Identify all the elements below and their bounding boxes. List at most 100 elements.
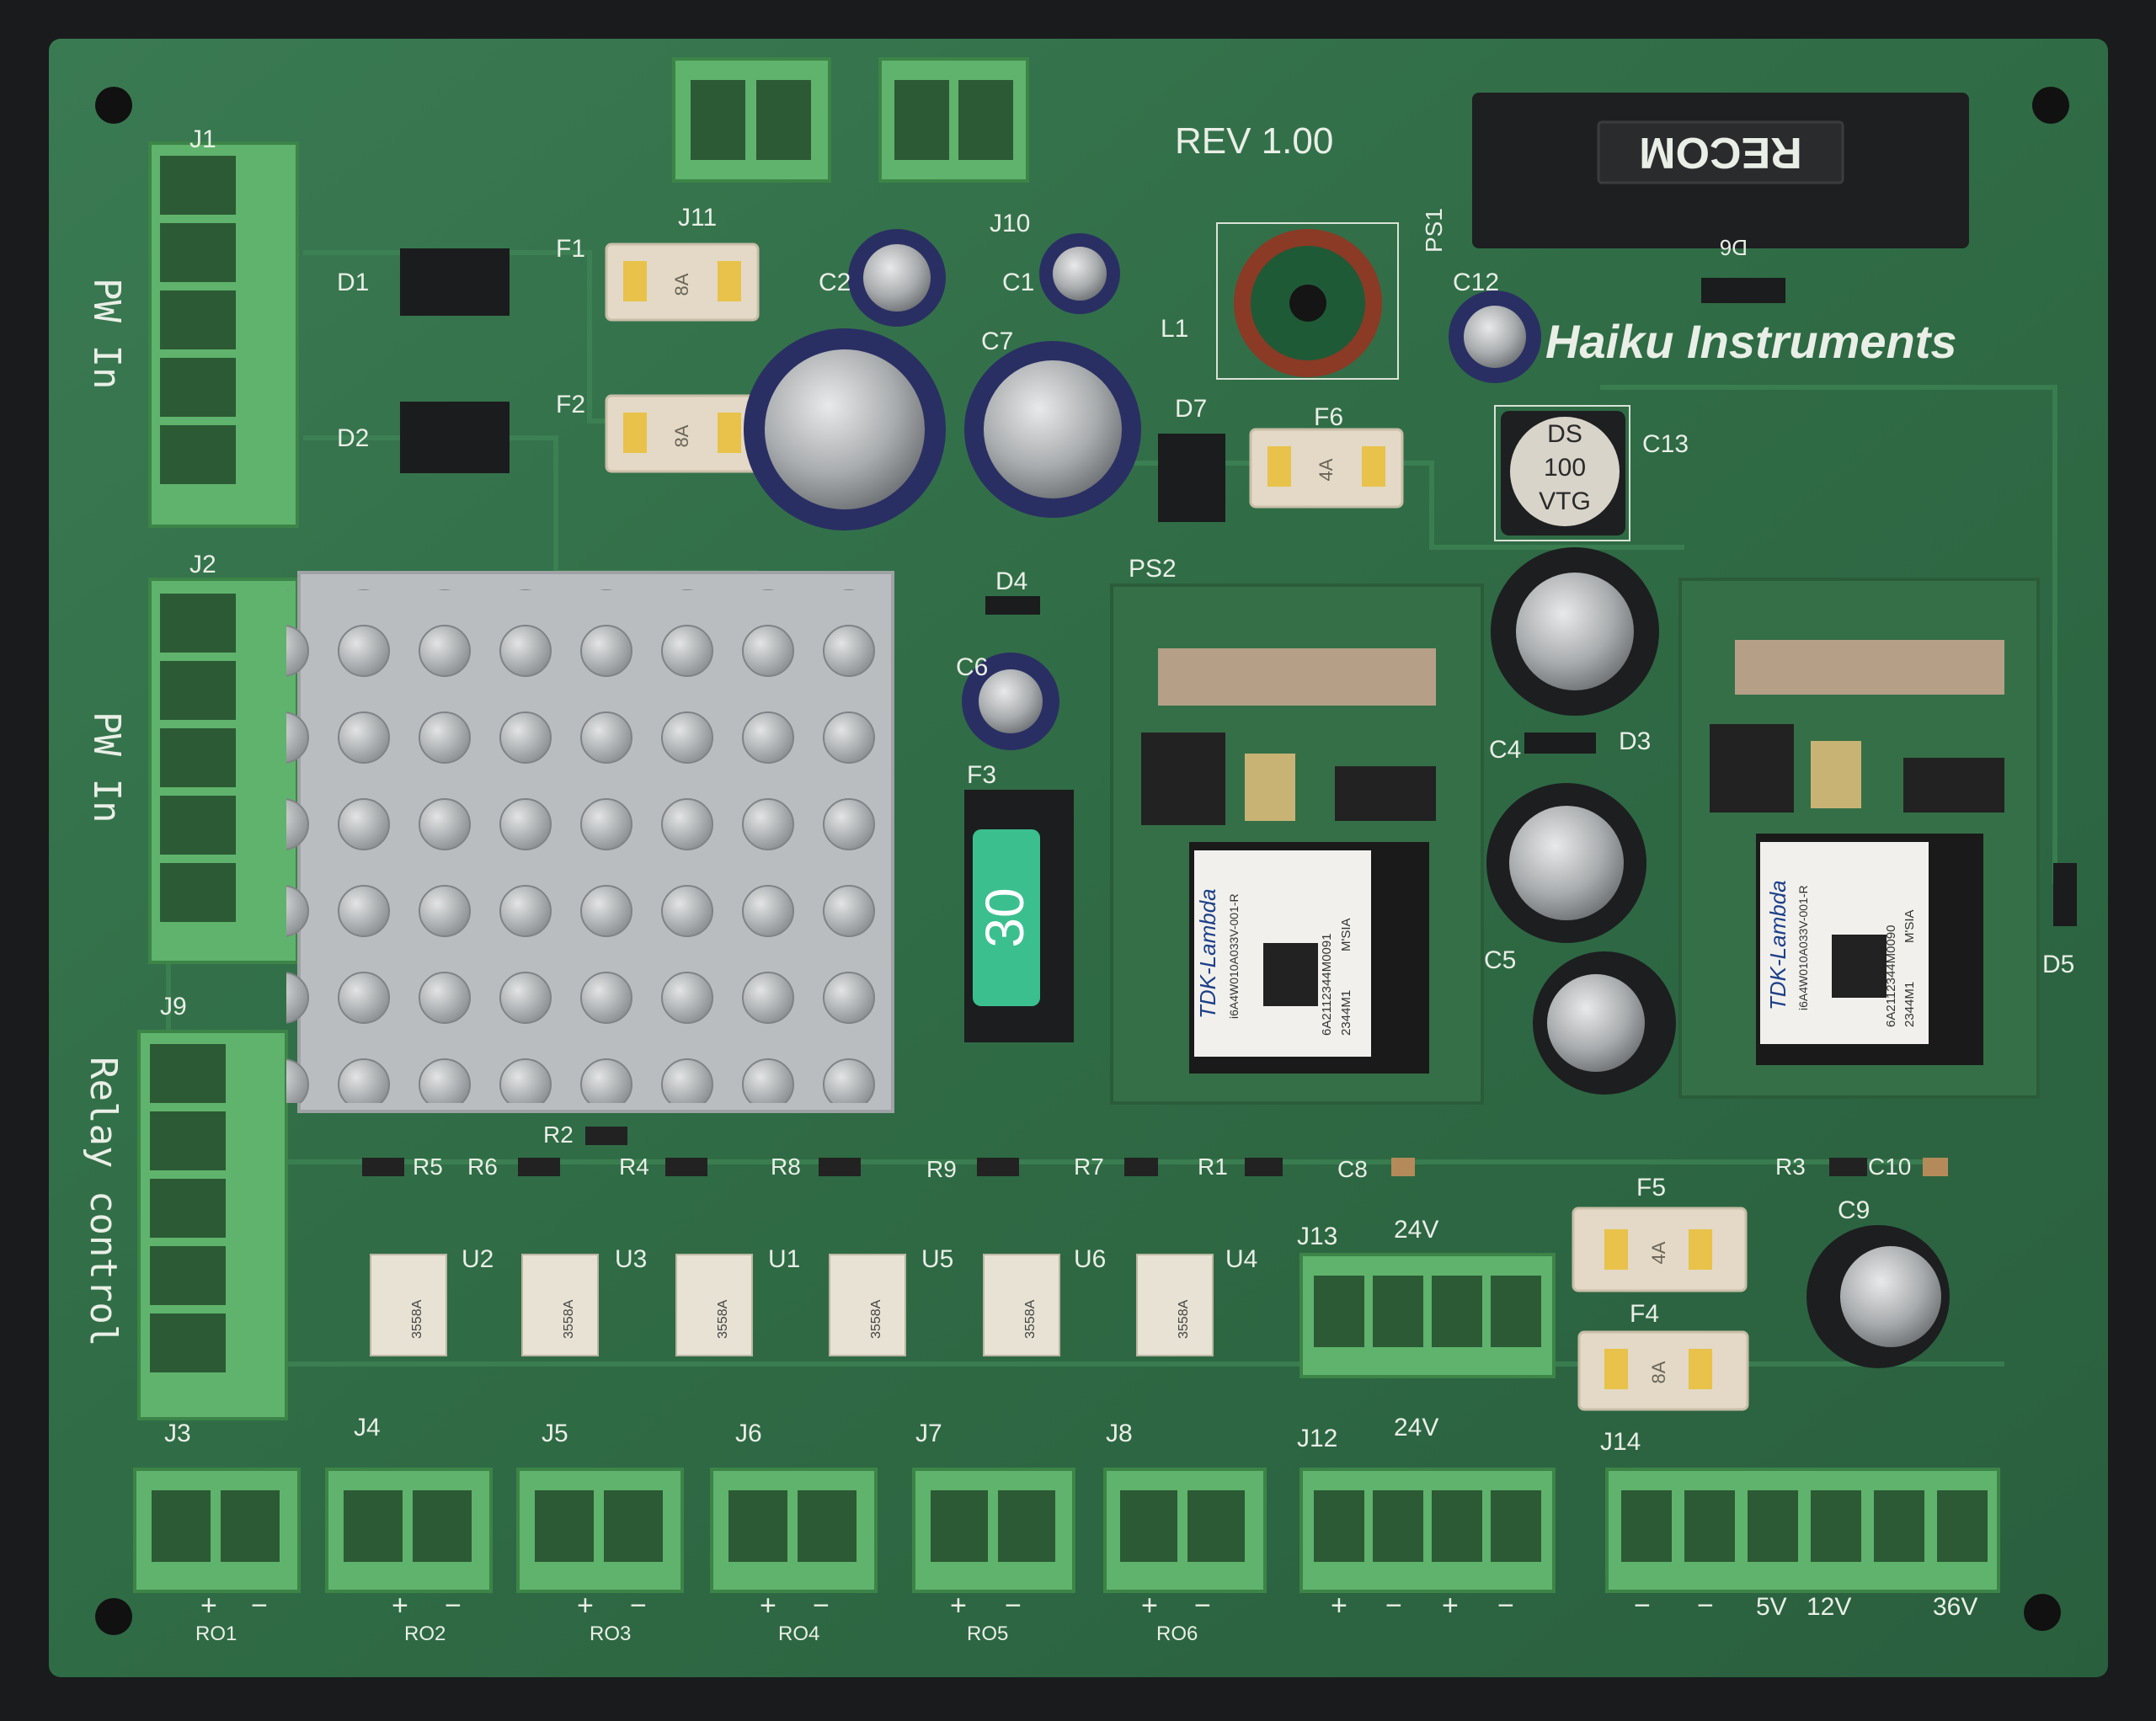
svg-text:−: − [251, 1590, 268, 1622]
svg-text:RO2: RO2 [404, 1622, 446, 1645]
svg-text:R7: R7 [1074, 1154, 1104, 1180]
svg-text:3558A: 3558A [869, 1299, 883, 1339]
svg-text:J10: J10 [990, 210, 1030, 237]
svg-text:i6A4W010A033V-001-R: i6A4W010A033V-001-R [1227, 893, 1241, 1019]
relay-connectors [133, 1468, 1267, 1593]
relay-control-label: Relay control [82, 1057, 125, 1346]
svg-text:C10: C10 [1868, 1154, 1911, 1180]
svg-text:+: + [760, 1590, 776, 1622]
svg-text:J13: J13 [1297, 1223, 1337, 1250]
svg-text:M'SIA: M'SIA [1903, 909, 1917, 943]
svg-text:6A2112344M0090: 6A2112344M0090 [1884, 925, 1898, 1028]
svg-text:24V: 24V [1394, 1414, 1438, 1441]
connector-j5[interactable] [516, 1468, 684, 1593]
svg-text:+: + [200, 1590, 217, 1622]
connector-j2[interactable] [148, 578, 299, 964]
svg-text:J8: J8 [1106, 1420, 1133, 1447]
connector-j9[interactable] [137, 1030, 288, 1420]
svg-text:C4: C4 [1489, 736, 1521, 764]
capacitor-c9 [1806, 1225, 1950, 1368]
fuse-f4: 8A [1577, 1330, 1749, 1411]
svg-text:U5: U5 [921, 1245, 953, 1273]
svg-text:RO3: RO3 [590, 1622, 631, 1645]
diode-d2 [400, 402, 510, 473]
svg-text:D5: D5 [2042, 951, 2074, 978]
diode-d3 [1524, 733, 1596, 754]
svg-text:4A: 4A [1315, 458, 1337, 481]
svg-text:−: − [1634, 1590, 1651, 1622]
svg-text:J6: J6 [735, 1420, 762, 1447]
svg-text:J12: J12 [1297, 1425, 1337, 1452]
capacitor-c-upper [1491, 547, 1659, 716]
svg-text:+: + [392, 1590, 408, 1622]
svg-text:R3: R3 [1775, 1154, 1806, 1180]
diode-d1 [400, 248, 510, 316]
svg-text:RO6: RO6 [1156, 1622, 1198, 1645]
pw-in-label-mid: PW In [85, 711, 128, 823]
svg-text:−: − [630, 1590, 647, 1622]
svg-text:D4: D4 [995, 567, 1027, 595]
svg-text:R5: R5 [413, 1154, 443, 1180]
svg-text:C8: C8 [1337, 1156, 1368, 1182]
svg-text:−: − [1697, 1590, 1714, 1622]
connector-j10[interactable] [878, 57, 1029, 183]
connector-j13[interactable] [1299, 1253, 1556, 1378]
svg-text:J11: J11 [678, 204, 717, 232]
fuse-f2: 8A [605, 394, 760, 473]
svg-text:5V: 5V [1756, 1593, 1787, 1621]
connector-j12[interactable] [1299, 1468, 1556, 1593]
optocoupler-u3: 3558A [521, 1254, 599, 1356]
connector-j6[interactable] [710, 1468, 878, 1593]
svg-text:J2: J2 [189, 551, 216, 578]
capacitor-c-lower [1486, 783, 1646, 943]
diode-d7 [1158, 434, 1225, 522]
svg-text:100: 100 [1544, 454, 1586, 482]
svg-text:C6: C6 [956, 653, 988, 681]
connector-j11[interactable] [672, 57, 831, 183]
capacitor-c6 [962, 653, 1059, 750]
svg-text:J9: J9 [160, 993, 187, 1020]
svg-text:C7: C7 [981, 328, 1013, 355]
svg-text:F1: F1 [556, 235, 585, 263]
svg-text:PS2: PS2 [1129, 555, 1177, 583]
svg-text:VTG: VTG [1539, 488, 1591, 515]
capacitor-c7 [964, 341, 1141, 518]
capacitor-c13: DS 100 VTG [1494, 405, 1630, 541]
polarity-labels: +− +− +− +− +− +− +− +− −− [200, 1590, 1714, 1622]
capacitor-c1 [1039, 233, 1120, 314]
svg-text:DS: DS [1547, 420, 1582, 448]
svg-text:M'SIA: M'SIA [1339, 918, 1353, 951]
svg-text:PS1: PS1 [1421, 208, 1447, 253]
connector-j14[interactable] [1605, 1468, 2000, 1593]
svg-text:TDK-Lambda: TDK-Lambda [1765, 880, 1790, 1010]
resistor-row [362, 1127, 1948, 1176]
svg-text:3558A: 3558A [1023, 1299, 1038, 1339]
connector-j8[interactable] [1103, 1468, 1267, 1593]
svg-text:8A: 8A [671, 424, 692, 447]
svg-text:3558A: 3558A [1177, 1299, 1191, 1339]
svg-text:R9: R9 [926, 1156, 957, 1182]
power-module-ps1: TDK-Lambda i6A4W010A033V-001-R 6A2112344… [1678, 578, 2040, 1099]
mounting-holes [95, 87, 2069, 1635]
connector-j7[interactable] [912, 1468, 1075, 1593]
svg-text:C5: C5 [1484, 946, 1516, 974]
diode-d4 [985, 596, 1040, 615]
svg-text:C9: C9 [1838, 1196, 1870, 1224]
svg-text:12V: 12V [1806, 1593, 1851, 1621]
connector-j3[interactable] [133, 1468, 301, 1593]
svg-text:R6: R6 [467, 1154, 498, 1180]
fuse-f1: 8A [605, 242, 760, 322]
revision-label: REV 1.00 [1175, 120, 1333, 162]
connector-j1[interactable] [148, 141, 299, 528]
svg-text:−: − [1194, 1590, 1211, 1622]
svg-text:D2: D2 [337, 424, 369, 452]
svg-text:L1: L1 [1161, 315, 1188, 343]
connector-j4[interactable] [325, 1468, 493, 1593]
diode-d5 [2053, 863, 2077, 926]
capacitor-c3 [744, 328, 946, 530]
svg-text:36V: 36V [1933, 1593, 1977, 1621]
svg-text:RO1: RO1 [195, 1622, 237, 1645]
svg-text:3558A: 3558A [716, 1299, 730, 1339]
svg-text:i6A4W010A033V-001-R: i6A4W010A033V-001-R [1796, 885, 1810, 1010]
svg-text:F2: F2 [556, 391, 585, 418]
